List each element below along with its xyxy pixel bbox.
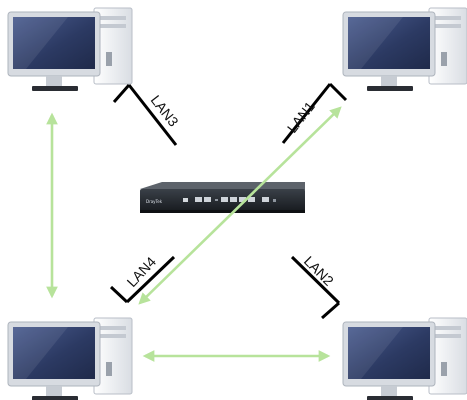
lan4-port-bar-tick	[109, 285, 129, 304]
computer-icon	[7, 317, 133, 400]
lan1-port-bar-tick	[328, 82, 348, 102]
computer-icon	[7, 7, 133, 92]
lan3-label: LAN3	[148, 92, 182, 130]
link-arrow-diagonal-lan4-lan1	[138, 106, 342, 305]
router-brand: DrayTek	[146, 199, 163, 204]
router-icon: DrayTek	[140, 182, 305, 213]
computer-icon	[342, 7, 467, 92]
lan4-label: LAN4	[123, 253, 159, 290]
computer-icon	[342, 317, 467, 400]
lan3-port-bar-tick	[112, 84, 131, 103]
lan2-port-bar-tick	[321, 301, 340, 320]
